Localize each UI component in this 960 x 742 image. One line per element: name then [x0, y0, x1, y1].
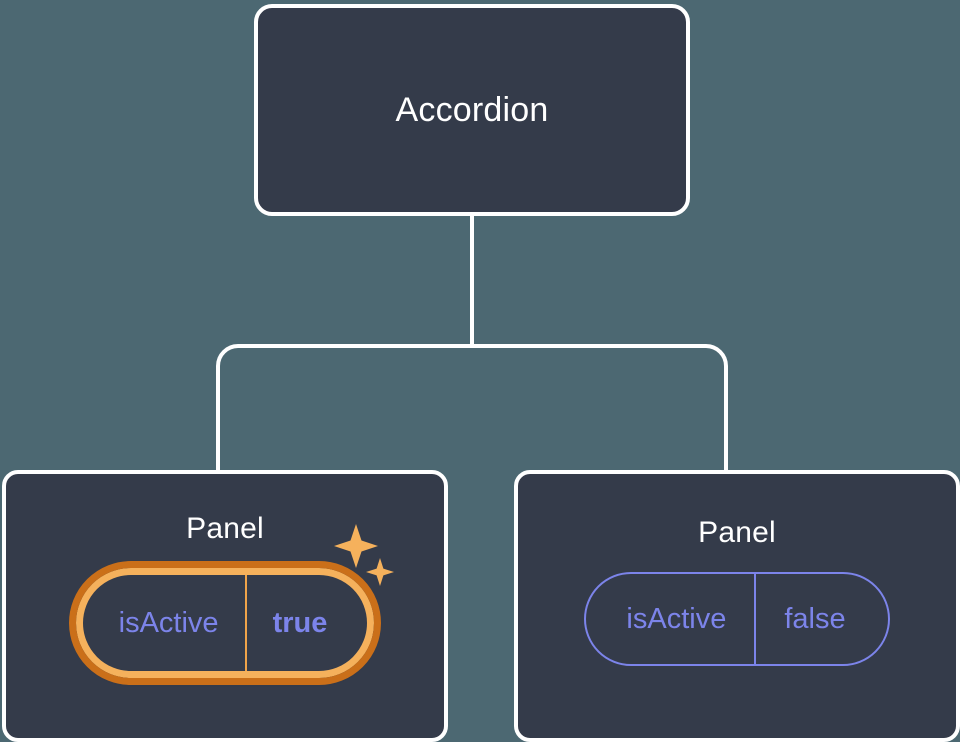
prop-badge-wrapper-0: isActive true — [68, 524, 395, 685]
prop-value-1: false — [754, 574, 887, 664]
prop-badge-0[interactable]: isActive true — [68, 561, 382, 685]
prop-badge-wrapper-1: isActive false — [584, 572, 890, 666]
prop-badge-1[interactable]: isActive false — [584, 572, 890, 666]
node-title-accordion: Accordion — [395, 90, 549, 129]
tree-node-accordion[interactable]: Accordion — [254, 4, 690, 216]
prop-key-1: isActive — [626, 602, 727, 635]
tree-node-panel-1[interactable]: Panel isActive false — [514, 470, 960, 742]
prop-key-0: isActive — [118, 606, 219, 639]
connector-branch-right — [472, 344, 728, 472]
node-title-panel-1: Panel — [698, 516, 776, 549]
prop-value-0: true — [244, 575, 368, 671]
node-title-panel-0: Panel — [186, 512, 264, 545]
connector-branch-left — [216, 344, 472, 472]
tree-node-panel-0[interactable]: Panel isActive true — [2, 470, 448, 742]
